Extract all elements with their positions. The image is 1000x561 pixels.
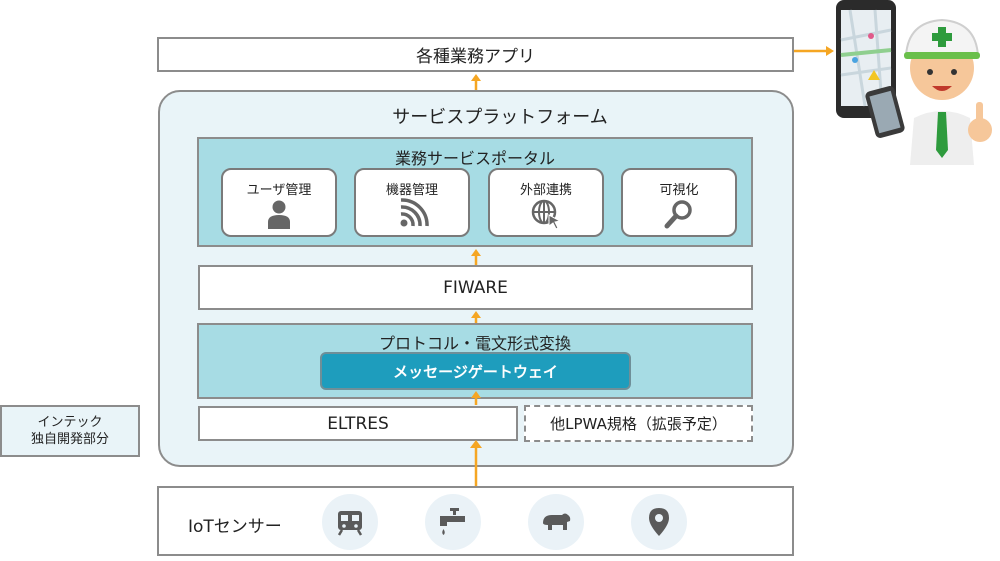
portal-title: 業務サービスポータル — [394, 149, 555, 168]
intec-custom-part-legend: インテック 独自開発部分 — [0, 405, 140, 457]
other-lpwa-box: 他LPWA規格（拡張予定） — [524, 405, 753, 442]
card-label: 機器管理 — [385, 183, 438, 198]
globe-cursor-icon — [531, 199, 562, 230]
other-lpwa-label: 他LPWA規格（拡張予定） — [550, 415, 727, 433]
smartphone-worker-illustration — [836, 0, 992, 165]
user-icon — [268, 200, 290, 229]
sensor-water — [425, 494, 481, 550]
train-icon — [337, 511, 363, 536]
iot-sensor-box — [157, 486, 794, 556]
card-label: 可視化 — [659, 183, 699, 198]
fiware-label: FIWARE — [443, 277, 508, 298]
sensor-train — [322, 494, 378, 550]
service-platform-title: サービスプラットフォーム — [392, 107, 608, 128]
iot-sensor-label: IoTセンサー — [188, 517, 282, 537]
card-label: 外部連携 — [519, 183, 572, 198]
location-pin-icon — [649, 508, 669, 536]
eltres-box: ELTRES — [198, 406, 518, 441]
sensor-wildlife — [528, 494, 584, 550]
card-external-integration: 外部連携 — [488, 168, 604, 237]
message-gateway-label: メッセージゲートウェイ — [393, 362, 558, 381]
card-device-management: 機器管理 — [354, 168, 470, 237]
eltres-label: ELTRES — [327, 413, 389, 434]
legend-line-2: 独自開発部分 — [30, 432, 109, 447]
sensor-location — [631, 494, 687, 550]
legend-line-1: インテック — [37, 415, 103, 430]
business-apps-label: 各種業務アプリ — [416, 47, 535, 67]
magnifier-icon — [664, 200, 692, 229]
wifi-signal-icon — [400, 198, 429, 227]
faucet-icon — [440, 508, 465, 535]
card-label: ユーザ管理 — [246, 183, 312, 198]
business-apps-box: 各種業務アプリ — [157, 37, 794, 72]
card-user-management: ユーザ管理 — [221, 168, 337, 237]
message-gateway-box: メッセージゲートウェイ — [320, 352, 631, 390]
protocol-conversion-title: プロトコル・電文形式変換 — [378, 334, 571, 353]
fiware-box: FIWARE — [198, 265, 753, 310]
bear-icon — [543, 513, 571, 530]
card-visualization: 可視化 — [621, 168, 737, 237]
